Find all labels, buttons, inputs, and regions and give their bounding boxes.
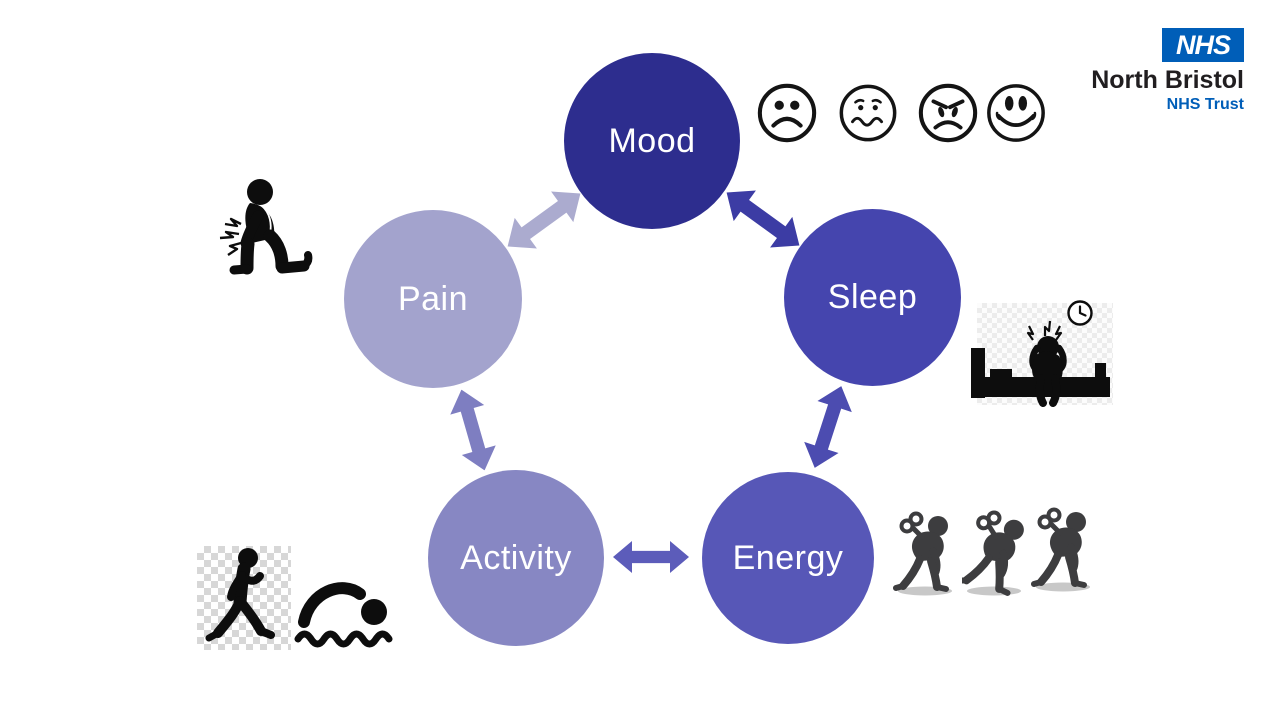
walking-figure-icon [197, 546, 291, 650]
activity-label: Activity [460, 538, 572, 577]
sleep-label: Sleep [827, 278, 918, 316]
mood-label: Mood [608, 121, 696, 160]
sleep-energy-arrow-icon [794, 379, 862, 474]
mood-faces-row [755, 80, 1055, 146]
wind-up-figure-bent-icon [962, 506, 1026, 596]
energy-circle: Energy [702, 472, 874, 644]
swimming-figure-icon [294, 566, 400, 654]
trust-suffix: NHS Trust [1166, 96, 1244, 113]
knee-pain-figure-icon [203, 172, 323, 290]
activity-circle: Activity [428, 470, 604, 646]
worried-face-icon [836, 80, 900, 146]
nhs-logo: NHS North Bristol NHS Trust [1060, 28, 1244, 113]
nhs-logo-text: NHS [1175, 29, 1231, 60]
activity-energy-arrow-icon [613, 534, 689, 580]
angry-face-icon [916, 80, 980, 146]
nhs-logo-box: NHS [1162, 28, 1244, 62]
wind-up-figure-icon [1031, 502, 1095, 592]
mood-sleep-arrow-icon [713, 174, 813, 264]
pain-mood-arrow-icon [494, 175, 594, 265]
energy-label: Energy [732, 538, 844, 577]
wind-up-figure-icon [893, 506, 957, 596]
pain-label: Pain [397, 279, 469, 318]
insomnia-bed-figure-icon [971, 300, 1113, 408]
pain-circle: Pain [344, 210, 522, 388]
trust-name: North Bristol [1091, 66, 1244, 94]
sad-face-icon [755, 80, 819, 146]
wind-up-figures-group [893, 506, 1103, 598]
smiley-face-icon [984, 80, 1048, 146]
sleep-circle: Sleep [784, 209, 961, 386]
mood-circle: Mood [564, 53, 740, 229]
pain-activity-arrow-icon [440, 384, 505, 477]
